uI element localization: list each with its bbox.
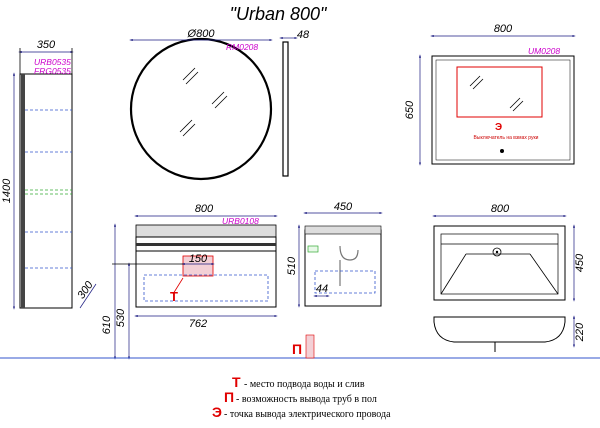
mirror-side-profile (282, 41, 289, 177)
water-inlet-marker: Т (170, 289, 178, 304)
water-inlet-leader (172, 277, 184, 295)
drain-icon (492, 247, 502, 257)
water-inlet-zone (182, 255, 214, 277)
column-view: 350 URB0535 FRG0535 1400 300 (1, 39, 97, 310)
mirror-view: Ø800 RM0208 48 (129, 28, 310, 181)
cabinet-inner-frame (435, 59, 571, 161)
vanity-width-label: 800 (195, 203, 214, 215)
vanity-side-view: 450 510 44 (286, 201, 383, 308)
basin-outline (433, 225, 566, 301)
basin-height-label: 220 (574, 322, 586, 342)
vanity-handle (136, 243, 276, 246)
basin-width-label: 800 (491, 203, 510, 215)
mount-height-label-1: 610 (101, 315, 113, 334)
column-edge (21, 74, 25, 308)
vanity-inner-width-label: 762 (189, 318, 207, 330)
vanity-front-view: 800 URB0108 150 Т 762 610 530 (101, 203, 278, 360)
legend-text-floor: - возможность вывода труб в пол (236, 394, 377, 405)
basin-profile (433, 316, 566, 343)
pipe-offset-label: 150 (189, 253, 208, 265)
mirror-code: RM0208 (226, 42, 258, 52)
cabinet-switch-marker: Э (495, 122, 502, 133)
vanity-side-body (304, 229, 382, 307)
column-depth-dimension (79, 283, 97, 309)
column-depth-label: 300 (75, 279, 96, 302)
cabinet-code: UM0208 (528, 46, 560, 56)
column-code-1: URB0535 (34, 57, 71, 67)
legend-marker-floor: П (224, 389, 234, 405)
cabinet-outline (431, 55, 575, 165)
side-width-label: 450 (334, 201, 353, 213)
column-outline (19, 73, 73, 309)
round-mirror (129, 37, 273, 181)
cabinet-switch-note: Выключатель на взмах руки (474, 135, 539, 141)
vanity-drawer-outline (143, 274, 269, 302)
vanity-code: URB0108 (222, 216, 259, 226)
legend-marker-water: Т (232, 374, 241, 390)
column-height-label: 1400 (1, 178, 13, 203)
basin-bowl (440, 233, 559, 295)
column-code-2: FRG0535 (34, 66, 71, 76)
side-offset-label: 44 (316, 283, 328, 295)
side-drawer-outline (314, 270, 376, 294)
cabinet-height-label: 650 (404, 100, 416, 119)
cabinet-light-panel (456, 66, 543, 118)
basin-top-view: 800 450 (432, 203, 586, 302)
cabinet-view: Э Выключатель на взмах руки 800 UM0208 6… (404, 23, 576, 166)
mirror-diameter-label: Ø800 (187, 28, 216, 40)
cabinet-width-label: 800 (494, 23, 513, 35)
side-bracket (307, 245, 319, 253)
legend: Т - место подвода воды и слив П - возмож… (212, 374, 391, 420)
side-height-label: 510 (286, 256, 298, 275)
sensor-switch-icon (500, 149, 504, 153)
legend-text-water: - место подвода воды и слив (244, 379, 365, 390)
floor-pipe-marker: П (292, 341, 302, 357)
vanity-countertop (135, 224, 277, 238)
basin-profile-view: 220 (433, 315, 586, 352)
mirror-depth-label: 48 (297, 29, 310, 41)
floor-pipe-zone (305, 334, 315, 359)
sheet-title: "Urban 800" (230, 4, 328, 24)
basin-depth-label: 450 (574, 253, 586, 272)
column-width-label: 350 (37, 39, 56, 51)
legend-marker-electric: Э (212, 404, 222, 420)
vanity-side-top (304, 225, 382, 235)
mount-height-label-2: 530 (115, 308, 127, 327)
siphon-icon (339, 245, 359, 261)
legend-text-electric: - точка вывода электрического провода (224, 409, 391, 420)
